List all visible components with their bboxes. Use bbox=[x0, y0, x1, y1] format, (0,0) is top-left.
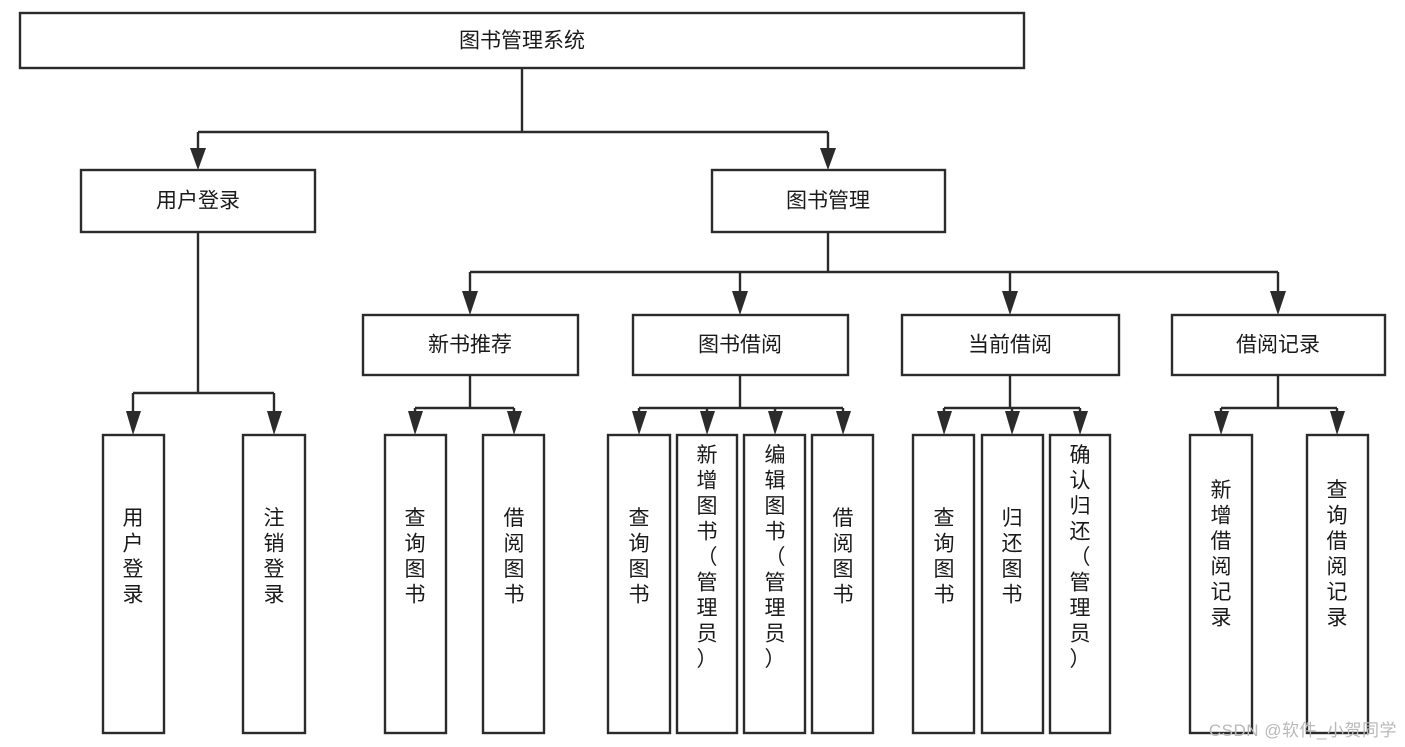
node-leaf-return-book-box[interactable] bbox=[980, 433, 1045, 735]
node-leaf-user-login[interactable]: 用户登录 bbox=[101, 433, 166, 735]
edge-root-to-level2-bus bbox=[196, 68, 830, 152]
node-new-book-recommend[interactable]: 新书推荐 bbox=[361, 313, 580, 377]
node-borrow-record[interactable]: 借阅记录 bbox=[1170, 313, 1387, 377]
node-leaf-query-book-2-box[interactable] bbox=[606, 433, 672, 735]
node-leaf-query-record-box[interactable] bbox=[1305, 433, 1370, 735]
node-user-login-box[interactable] bbox=[79, 168, 317, 234]
node-leaf-query-book-2[interactable]: 查询图书 bbox=[606, 433, 672, 735]
arrowhead-borrow-record bbox=[1270, 291, 1286, 315]
node-leaf-logout-box[interactable] bbox=[241, 433, 307, 735]
arrowhead-leaf-borrow-book-2 bbox=[836, 411, 851, 435]
node-leaf-add-book-box[interactable] bbox=[675, 433, 739, 735]
node-leaf-borrow-book-1-box[interactable] bbox=[481, 433, 546, 735]
arrowhead-new-book-recommend bbox=[462, 291, 478, 315]
node-current-borrow-label: 当前借阅 bbox=[968, 334, 1052, 357]
node-leaf-return-book[interactable]: 归还图书 bbox=[980, 433, 1045, 735]
node-leaf-edit-book[interactable]: 编辑图书（管理员） bbox=[742, 433, 807, 735]
node-leaf-logout[interactable]: 注销登录 bbox=[241, 433, 307, 735]
node-leaf-borrow-book-1-label: 借阅图书 bbox=[504, 507, 525, 607]
edge-bookmanage-bus bbox=[468, 232, 1280, 295]
node-leaf-edit-book-label: 编辑图书（管理员） bbox=[765, 444, 786, 671]
arrowhead-leaf-user-login bbox=[126, 411, 141, 435]
node-current-borrow[interactable]: 当前借阅 bbox=[900, 313, 1121, 377]
node-leaf-query-book-3-label: 查询图书 bbox=[934, 507, 955, 607]
node-book-manage-box[interactable] bbox=[710, 168, 947, 234]
node-root-label: 图书管理系统 bbox=[459, 30, 585, 53]
node-leaf-borrow-book-1[interactable]: 借阅图书 bbox=[481, 433, 546, 735]
node-leaf-user-login-label: 用户登录 bbox=[123, 507, 144, 607]
arrowhead-book-borrow bbox=[732, 291, 748, 315]
node-leaf-query-book-2-label: 查询图书 bbox=[629, 507, 650, 607]
node-leaf-add-record-box[interactable] bbox=[1188, 433, 1254, 735]
arrowhead-leaf-return-book bbox=[1005, 411, 1020, 435]
node-new-book-recommend-box[interactable] bbox=[361, 313, 580, 377]
edge-borrowrecord-bus bbox=[1219, 375, 1339, 415]
node-leaf-query-record[interactable]: 查询借阅记录 bbox=[1305, 433, 1370, 735]
node-leaf-query-book-1-label: 查询图书 bbox=[405, 507, 426, 607]
node-leaf-add-book[interactable]: 新增图书（管理员） bbox=[675, 433, 739, 735]
node-user-login-label: 用户登录 bbox=[156, 190, 240, 213]
node-book-borrow[interactable]: 图书借阅 bbox=[631, 313, 850, 377]
arrowhead-book-manage bbox=[820, 148, 836, 170]
node-leaf-query-book-1[interactable]: 查询图书 bbox=[383, 433, 448, 735]
node-new-book-recommend-label: 新书推荐 bbox=[428, 334, 512, 357]
node-leaf-confirm-return-box[interactable] bbox=[1048, 433, 1112, 735]
node-book-borrow-label: 图书借阅 bbox=[698, 334, 782, 357]
node-current-borrow-box[interactable] bbox=[900, 313, 1121, 377]
node-leaf-borrow-book-2-box[interactable] bbox=[810, 433, 875, 735]
node-book-manage[interactable]: 图书管理 bbox=[710, 168, 947, 234]
node-borrow-record-box[interactable] bbox=[1170, 313, 1387, 377]
arrowhead-leaf-logout bbox=[267, 411, 282, 435]
edge-currentborrow-bus bbox=[942, 375, 1082, 415]
node-leaf-borrow-book-2-label: 借阅图书 bbox=[833, 507, 854, 607]
csdn-watermark: CSDN @软件_小贺同学 bbox=[1208, 721, 1397, 740]
node-leaf-user-login-box[interactable] bbox=[101, 433, 166, 735]
arrowhead-leaf-query-book-2 bbox=[632, 411, 647, 435]
arrowhead-leaf-borrow-book-1 bbox=[507, 411, 522, 435]
arrowhead-leaf-query-book-1 bbox=[408, 411, 423, 435]
arrowhead-leaf-add-record bbox=[1214, 411, 1229, 435]
node-book-manage-label: 图书管理 bbox=[786, 190, 870, 213]
node-leaf-confirm-return[interactable]: 确认归还（管理员） bbox=[1048, 433, 1112, 735]
arrowhead-leaf-query-record bbox=[1330, 411, 1345, 435]
node-leaf-add-book-label: 新增图书（管理员） bbox=[697, 444, 718, 671]
node-leaf-query-book-3-box[interactable] bbox=[911, 433, 976, 735]
arrowhead-leaf-edit-book bbox=[768, 411, 783, 435]
node-leaf-logout-label: 注销登录 bbox=[264, 507, 285, 607]
node-leaf-edit-book-box[interactable] bbox=[742, 433, 807, 735]
edge-userlogin-bus bbox=[131, 232, 276, 415]
node-leaf-query-book-1-box[interactable] bbox=[383, 433, 448, 735]
connector-layer bbox=[126, 68, 1345, 435]
node-leaf-query-book-3[interactable]: 查询图书 bbox=[911, 433, 976, 735]
node-leaf-confirm-return-label: 确认归还（管理员） bbox=[1070, 444, 1091, 671]
arrowhead-leaf-confirm-return bbox=[1073, 411, 1088, 435]
edge-newbook-bus bbox=[413, 375, 516, 415]
arrowhead-leaf-query-book-3 bbox=[937, 411, 952, 435]
node-borrow-record-label: 借阅记录 bbox=[1236, 334, 1320, 357]
arrowhead-leaf-add-book bbox=[700, 411, 715, 435]
node-leaf-query-record-label: 查询借阅记录 bbox=[1327, 479, 1348, 630]
node-leaf-add-record[interactable]: 新增借阅记录 bbox=[1188, 433, 1254, 735]
node-root[interactable]: 图书管理系统 bbox=[18, 11, 1026, 70]
node-leaf-borrow-book-2[interactable]: 借阅图书 bbox=[810, 433, 875, 735]
edge-bookborrow-bus bbox=[637, 375, 845, 415]
node-user-login[interactable]: 用户登录 bbox=[79, 168, 317, 234]
node-leaf-return-book-label: 归还图书 bbox=[1002, 507, 1023, 607]
node-leaf-add-record-label: 新增借阅记录 bbox=[1211, 479, 1232, 630]
arrowhead-user-login bbox=[190, 148, 206, 170]
node-root-box[interactable] bbox=[18, 11, 1026, 70]
node-book-borrow-box[interactable] bbox=[631, 313, 850, 377]
arrowhead-current-borrow bbox=[1002, 291, 1018, 315]
